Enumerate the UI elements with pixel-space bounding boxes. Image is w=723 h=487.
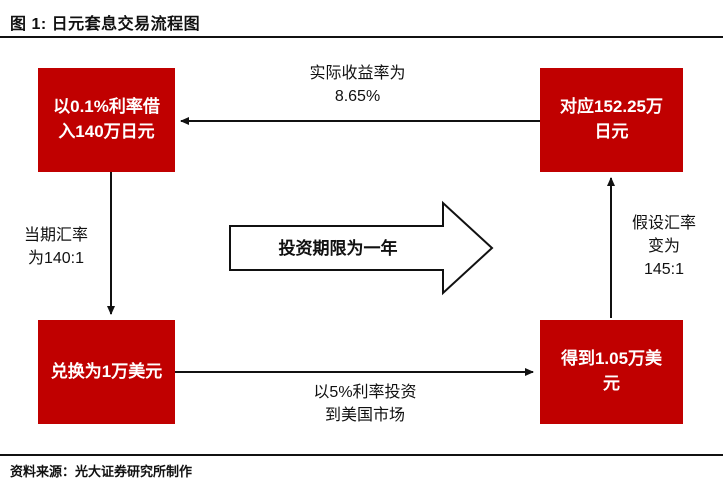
- node-receive-usd: 得到1.05万美 元: [540, 320, 683, 424]
- label-assumed-exchange-rate: 假设汇率 变为 145:1: [631, 215, 696, 279]
- node-corresponding-yen: 对应152.25万 日元: [540, 68, 683, 172]
- label-investment-period: 投资期限为一年: [278, 239, 398, 258]
- label-actual-return: 实际收益率为 8.65%: [309, 65, 406, 106]
- node-exchange-usd: 兑换为1万美元: [38, 320, 175, 424]
- label-invest-us-market: 以5%利率投资 到美国市场: [313, 384, 417, 425]
- node-borrow-yen: 以0.1%利率借 入140万日元: [38, 68, 175, 172]
- figure-title: 图 1: 日元套息交易流程图: [10, 16, 201, 33]
- source-note: 资料来源：光大证券研究所制作: [10, 464, 193, 479]
- label-current-exchange-rate: 当期汇率 为140:1: [23, 227, 88, 268]
- title-underline: [0, 36, 723, 38]
- footer-divider: [0, 454, 723, 456]
